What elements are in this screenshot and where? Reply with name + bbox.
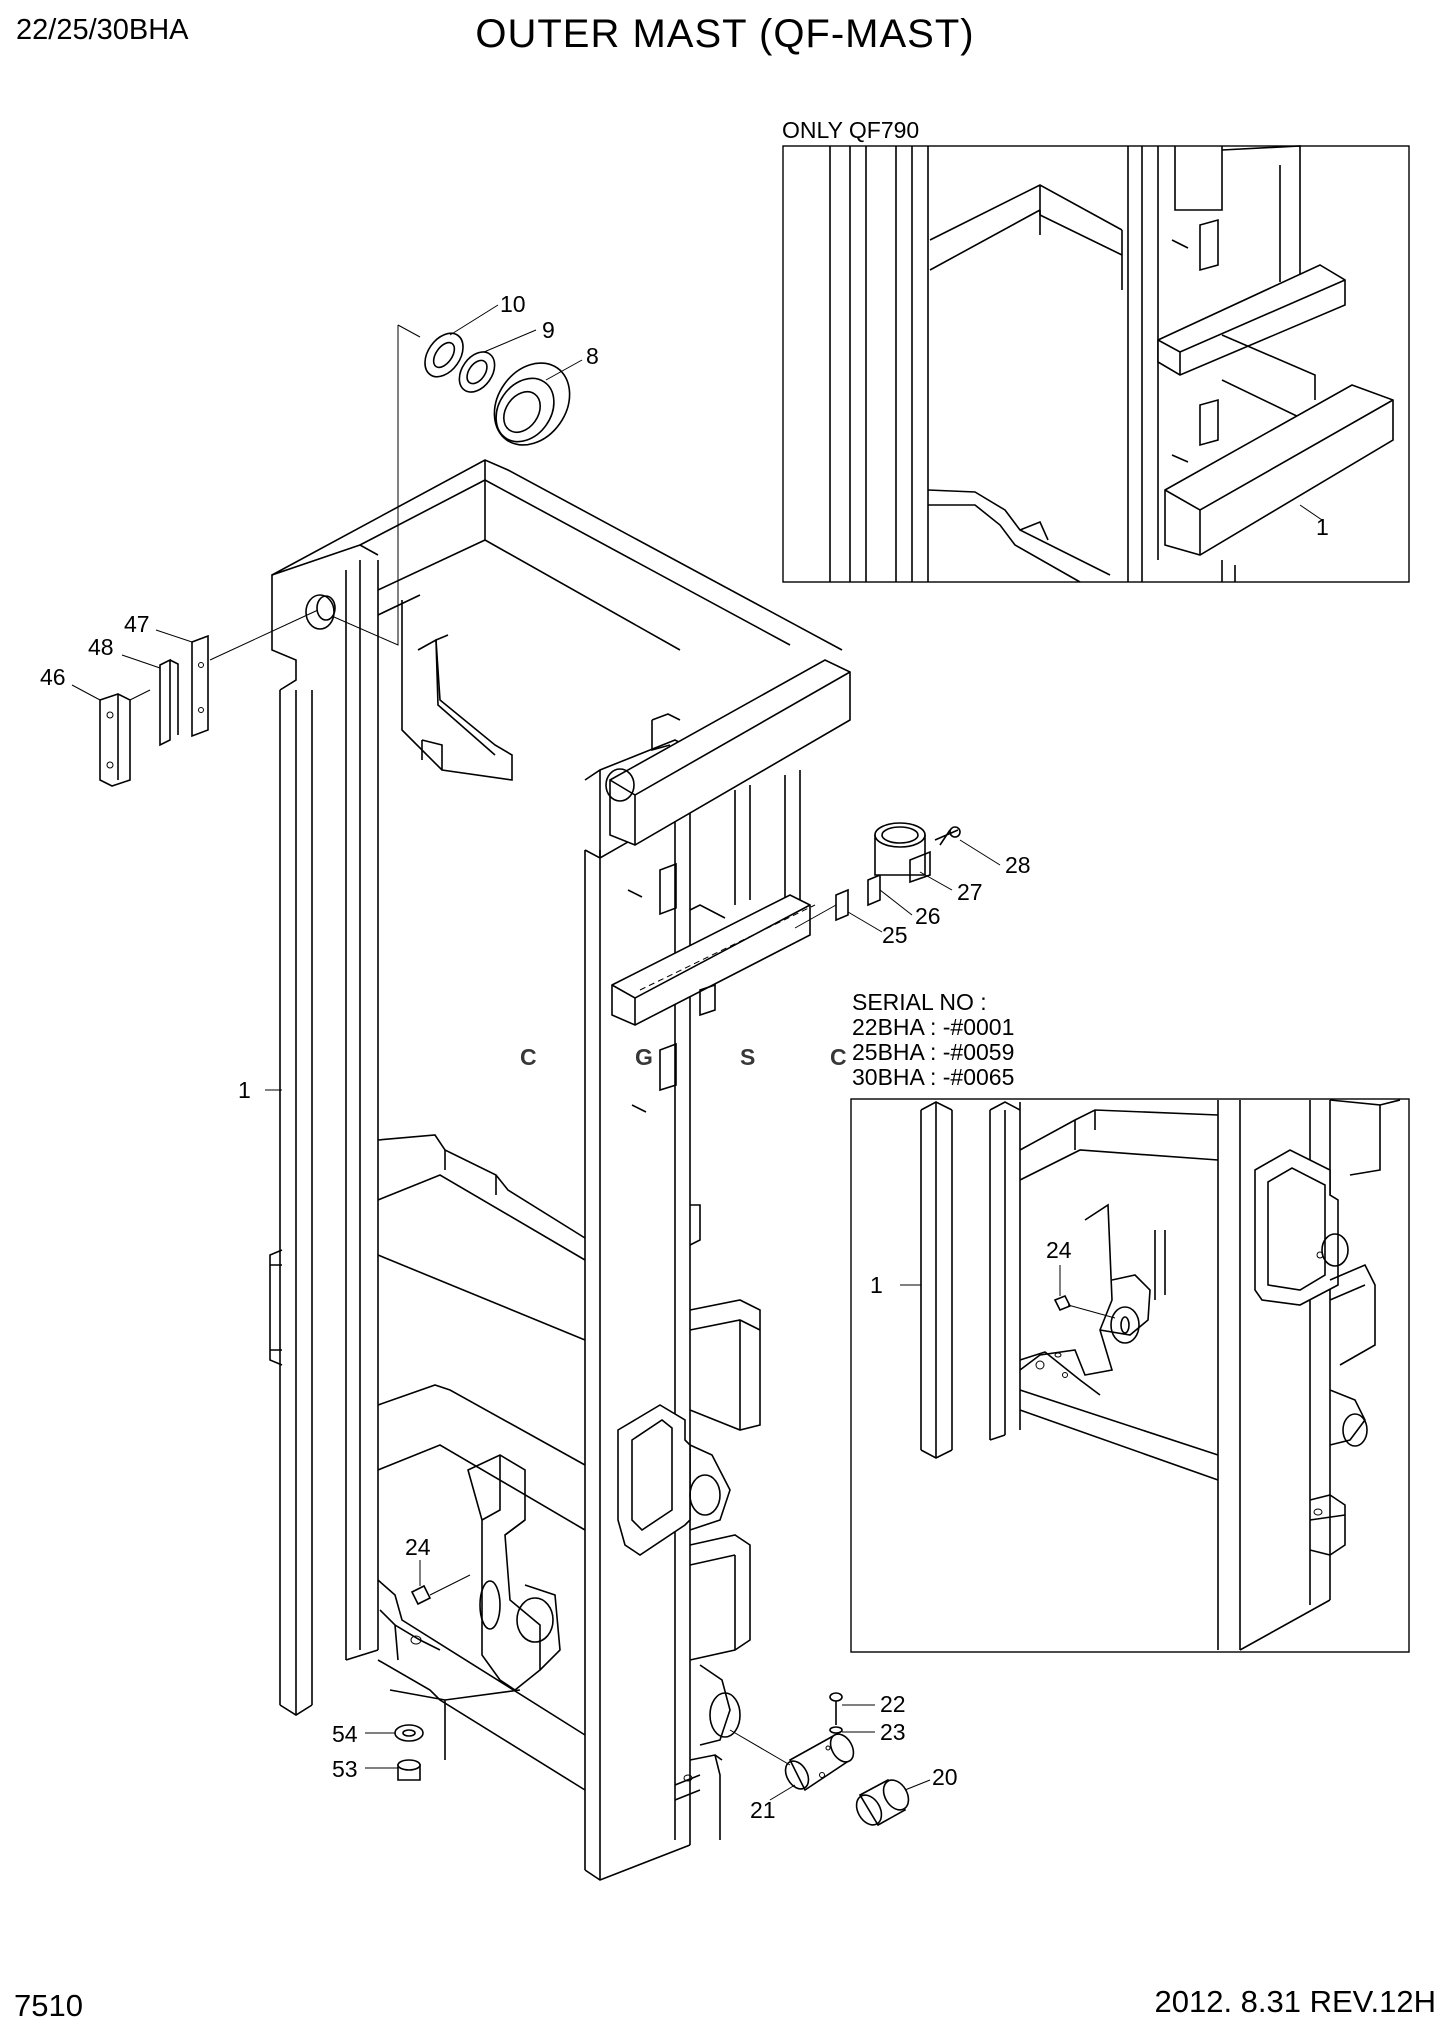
callout-26: 26 xyxy=(915,903,941,929)
callout-22: 22 xyxy=(880,1691,906,1717)
watermark: C G S C xyxy=(520,1044,847,1070)
serial-line-25bha: 25BHA : -#0059 xyxy=(852,1039,1014,1065)
watermark-letter-c2: C xyxy=(830,1044,847,1070)
washer-9 xyxy=(458,351,496,393)
stopper-46 xyxy=(99,693,131,787)
inset-top-frame xyxy=(782,145,1410,583)
page-number: 7510 xyxy=(14,1988,83,2023)
bearing-8 xyxy=(493,362,571,446)
shim-25 xyxy=(835,888,849,922)
callout-inset-bottom-1: 1 xyxy=(870,1272,883,1298)
inset-bottom-frame xyxy=(850,1098,1410,1653)
plate-48 xyxy=(159,658,179,747)
serial-line-30bha: 30BHA : -#0065 xyxy=(852,1064,1014,1090)
callout-48: 48 xyxy=(88,634,114,660)
callout-27: 27 xyxy=(957,879,983,905)
callout-54: 54 xyxy=(332,1721,358,1747)
washer-10 xyxy=(424,332,464,378)
plate-47 xyxy=(191,634,209,738)
callout-25: 25 xyxy=(882,922,908,948)
page-title: OUTER MAST (QF-MAST) xyxy=(475,12,975,56)
serial-line-22bha: 22BHA : -#0001 xyxy=(852,1014,1014,1040)
callout-20: 20 xyxy=(932,1764,958,1790)
watermark-letter-c1: C xyxy=(520,1044,537,1070)
inset-top: ONLY QF790 1 xyxy=(782,117,1410,583)
nipple-24 xyxy=(410,1584,432,1606)
watermark-letter-s: S xyxy=(740,1044,755,1070)
inset-bottom: SERIAL NO : 22BHA : -#0001 25BHA : -#005… xyxy=(850,989,1410,1653)
callout-10: 10 xyxy=(500,291,526,317)
callout-46: 46 xyxy=(40,664,66,690)
callout-53: 53 xyxy=(332,1756,358,1782)
callout-inset-top-1: 1 xyxy=(1316,514,1329,540)
outer-mast-assembly: 10 9 8 xyxy=(40,291,1031,1881)
model-code: 22/25/30BHA xyxy=(16,14,189,46)
washer-54 xyxy=(394,1724,424,1742)
callout-24: 24 xyxy=(405,1534,431,1560)
bolt-28 xyxy=(934,829,959,846)
washer-23 xyxy=(829,1726,843,1734)
callout-23: 23 xyxy=(880,1719,906,1745)
callout-9: 9 xyxy=(542,317,555,343)
callout-8: 8 xyxy=(586,343,599,369)
callout-inset-bottom-24: 24 xyxy=(1046,1237,1072,1263)
callout-1: 1 xyxy=(238,1077,251,1103)
callout-28: 28 xyxy=(1005,852,1031,878)
watermark-letter-g: G xyxy=(635,1044,653,1070)
callout-47: 47 xyxy=(124,611,150,637)
revision-date: 2012. 8.31 REV.12H xyxy=(1154,1984,1436,2019)
serial-heading: SERIAL NO : xyxy=(852,989,987,1015)
inset-top-caption: ONLY QF790 xyxy=(782,117,919,143)
callout-21: 21 xyxy=(750,1797,776,1823)
shim-26 xyxy=(867,873,881,907)
